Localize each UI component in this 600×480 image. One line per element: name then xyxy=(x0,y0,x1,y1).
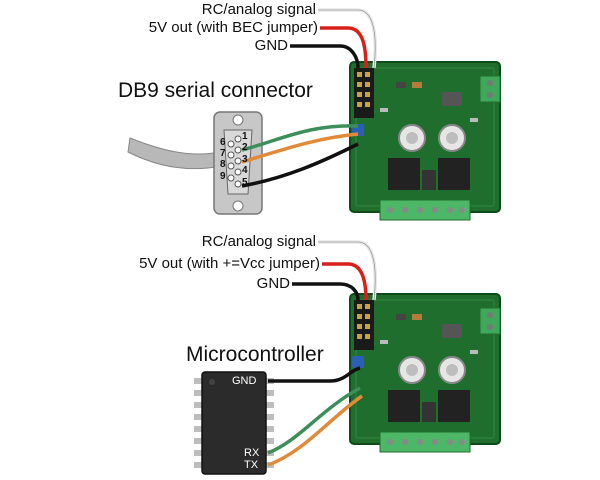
label-5v-out-top: 5V out (with BEC jumper) xyxy=(148,19,318,36)
microcontroller-chip xyxy=(194,371,274,475)
wire-serial-green-top xyxy=(241,124,359,152)
mcu-pin-rx-label: RX xyxy=(244,447,260,459)
label-microcontroller: Microcontroller xyxy=(186,343,324,366)
db9-pin-8: 8 xyxy=(220,159,226,170)
db9-pin-3: 3 xyxy=(242,154,248,165)
ribbon-cable xyxy=(127,137,223,170)
wire-power-bottom xyxy=(322,262,368,301)
db9-pin-1: 1 xyxy=(242,131,248,142)
mcu-pin-tx-label: TX xyxy=(244,459,259,471)
label-db9-serial-connector: DB9 serial connector xyxy=(118,79,313,102)
label-gnd-top: GND xyxy=(254,37,288,54)
label-5v-out-bottom: 5V out (with +=Vcc jumper) xyxy=(139,255,320,272)
mcu-pin-gnd-label: GND xyxy=(232,375,257,387)
label-gnd-bottom: GND xyxy=(256,275,290,292)
label-rc-analog-signal-top: RC/analog signal xyxy=(201,1,316,18)
wire-power-top xyxy=(320,26,368,69)
db9-pin-5: 5 xyxy=(242,177,248,188)
wire-serial-black-top xyxy=(241,142,359,188)
wire-mcu-ground xyxy=(268,366,361,383)
db9-pin-6: 6 xyxy=(220,137,226,148)
wire-mcu-rx xyxy=(267,386,361,455)
motor-controller-board-bottom xyxy=(349,293,501,453)
db9-pin-2: 2 xyxy=(242,142,248,153)
wire-ground-top xyxy=(290,44,360,69)
wire-serial-orange-top xyxy=(241,132,359,164)
db9-connector xyxy=(213,111,263,215)
wire-ground-bottom xyxy=(292,282,360,301)
db9-pin-4: 4 xyxy=(242,165,248,176)
db9-pin-9: 9 xyxy=(220,171,226,182)
wire-mcu-tx xyxy=(267,394,363,467)
label-rc-analog-signal-bottom: RC/analog signal xyxy=(201,233,316,250)
db9-pin-7: 7 xyxy=(220,148,226,159)
motor-controller-board-top xyxy=(349,61,501,221)
